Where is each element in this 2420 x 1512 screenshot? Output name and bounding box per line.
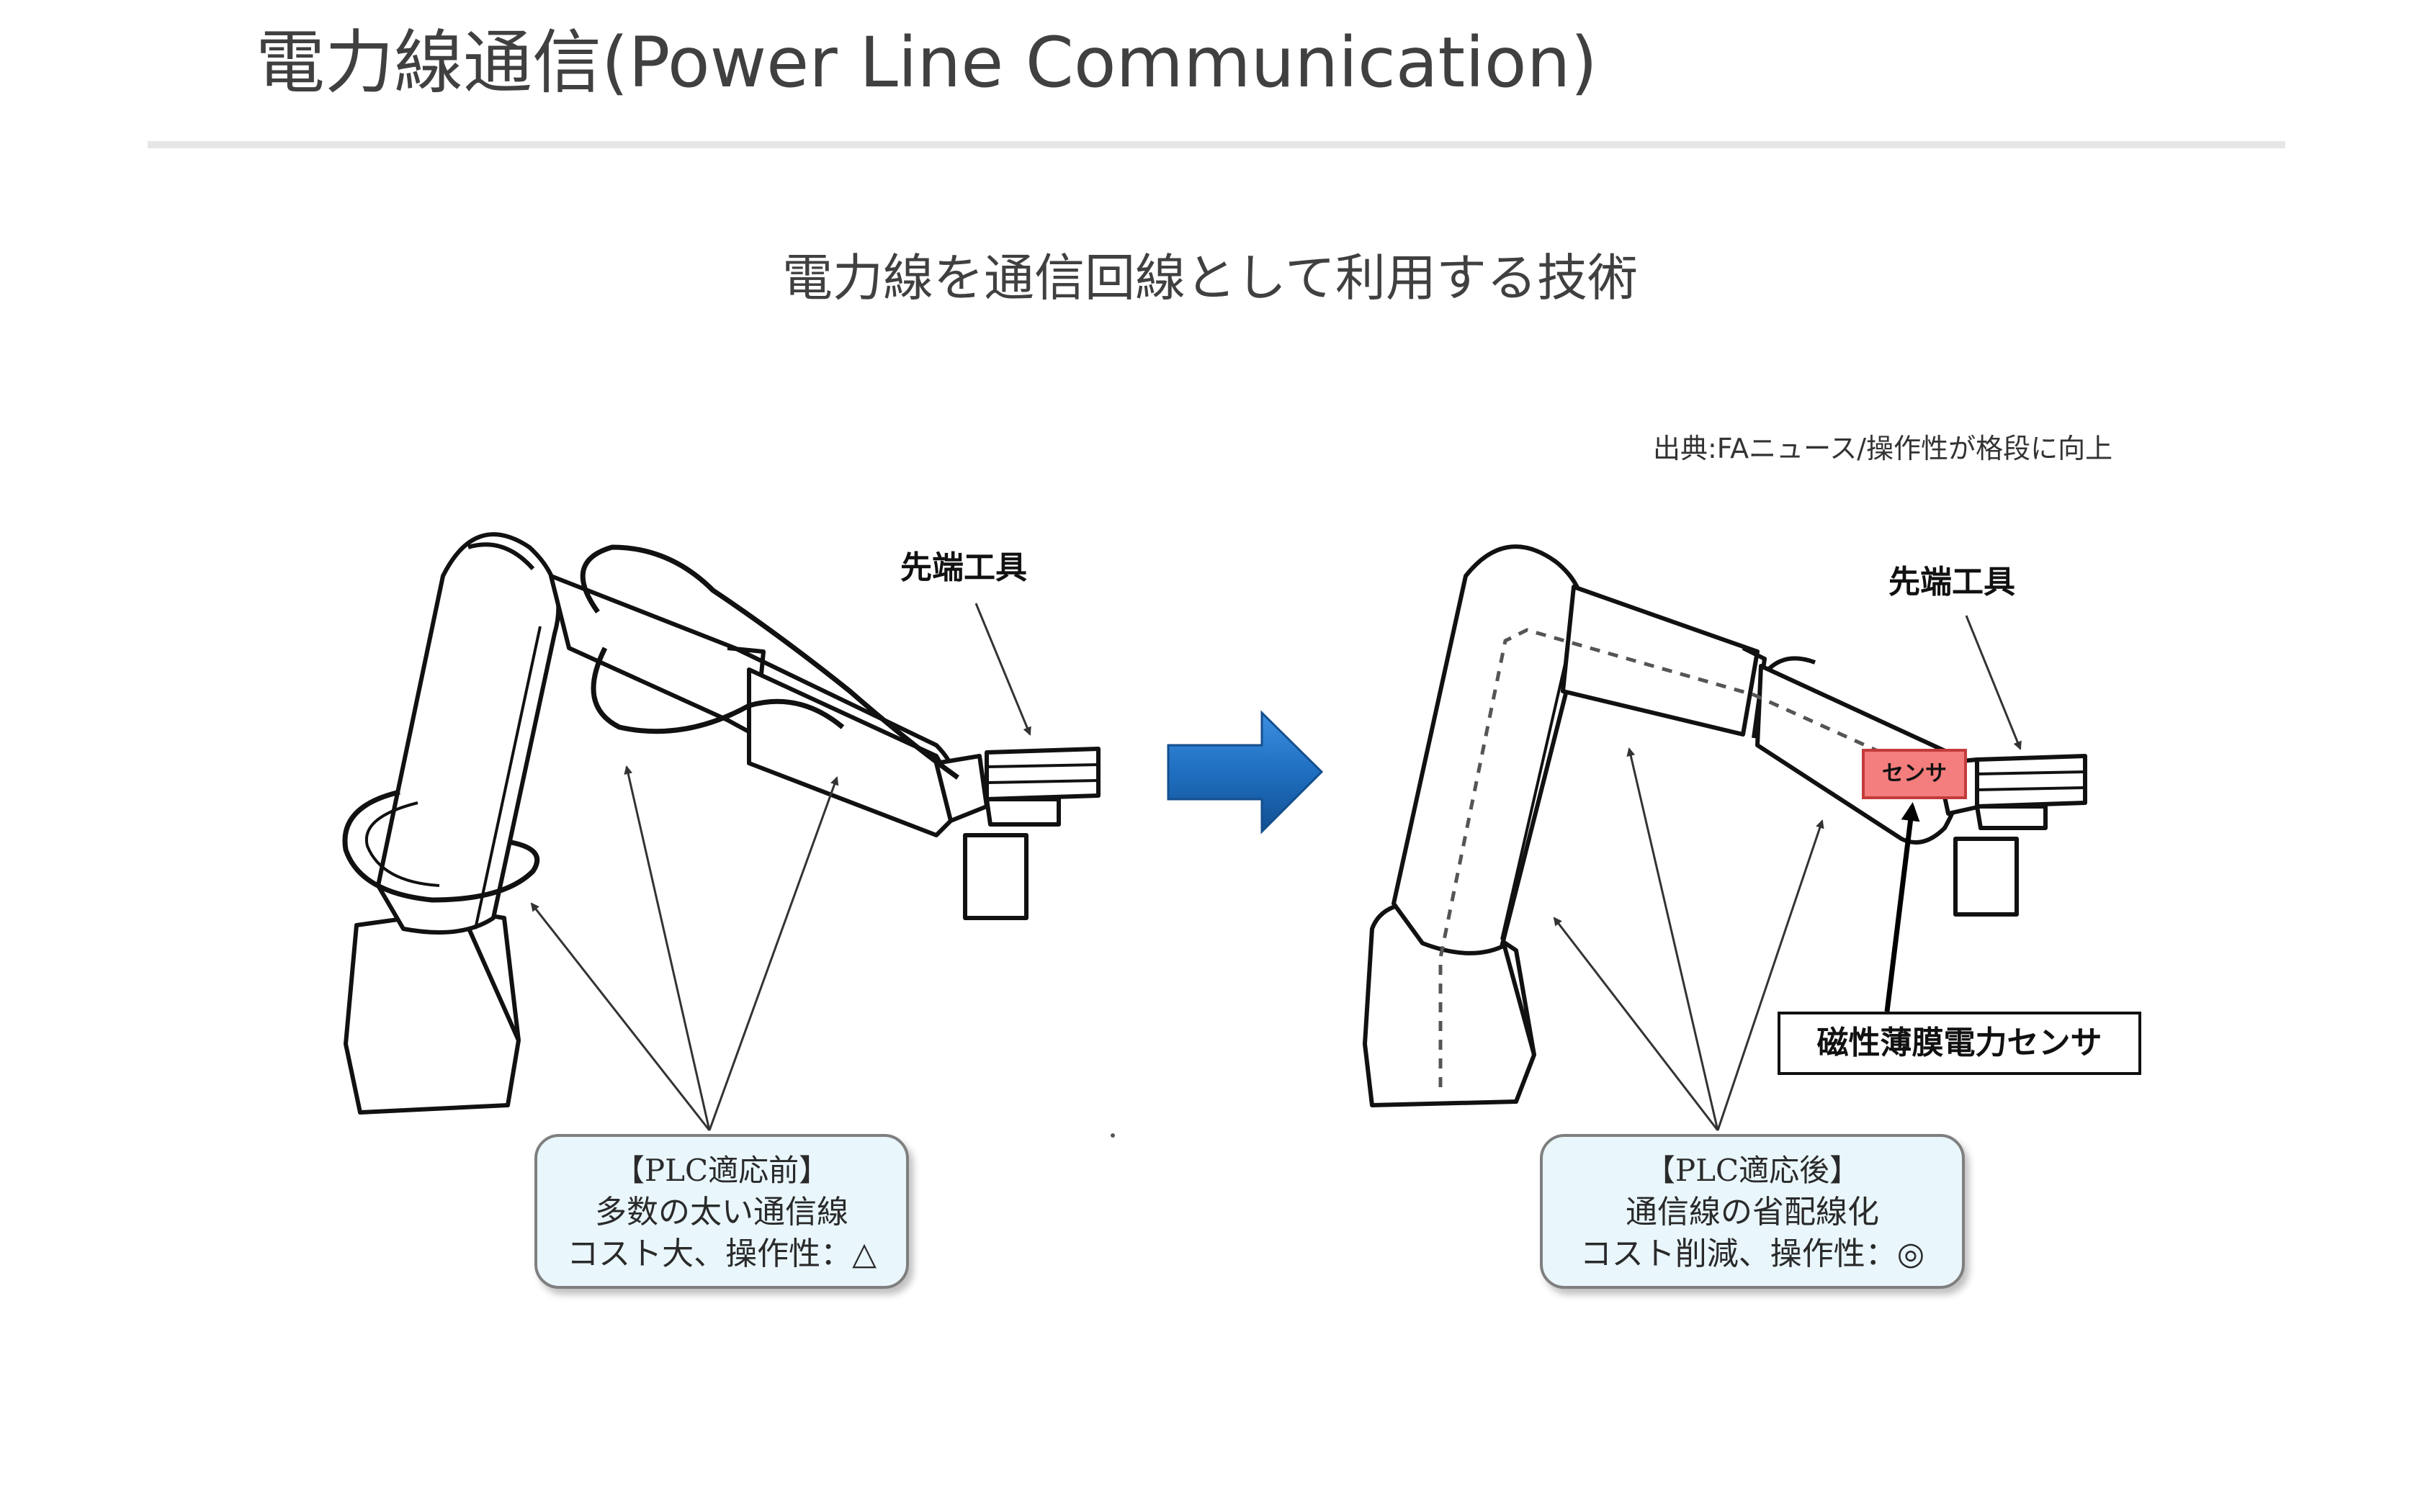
robot-before	[342, 532, 1101, 1115]
robot-after-tool	[1975, 754, 2087, 809]
callout-after: 【PLC適応後】 通信線の省配線化 コスト削減、操作性：◎	[1540, 1134, 1965, 1289]
tip-tool-label-after: 先端工具	[1888, 564, 2015, 600]
robot-after-lower-arm	[1392, 544, 1586, 955]
callout-after-heading: 【PLC適応後】	[1644, 1153, 1860, 1188]
robot-before-tool	[985, 747, 1101, 801]
after-pointer-arrows	[1553, 615, 2022, 1131]
title-divider	[148, 141, 2285, 148]
sensor-tag: センサ	[1862, 749, 1967, 799]
callout-before-line1: 多数の太い通信線	[595, 1194, 848, 1230]
right-arrow-icon	[1167, 710, 1324, 834]
callout-before-heading: 【PLC適応前】	[614, 1153, 830, 1188]
robot-before-base	[344, 909, 521, 1115]
callout-before: 【PLC適応前】 多数の太い通信線 コスト大、操作性：△	[534, 1134, 909, 1289]
callout-before-line2: コスト大、操作性：△	[567, 1236, 877, 1272]
tip-tool-label-before: 先端工具	[900, 549, 1027, 586]
robot-before-cable	[580, 544, 960, 780]
sensor-label-box: 磁性薄膜電力センサ	[1778, 1012, 2141, 1075]
callout-after-line1: 通信線の省配線化	[1626, 1194, 1879, 1230]
slide-subtitle: 電力線を通信回線として利用する技術	[782, 248, 1638, 307]
callout-after-line2: コスト削減、操作性：◎	[1579, 1236, 1925, 1272]
before-pointer-arrows	[530, 603, 1031, 1131]
robot-after-upper-arm	[1561, 585, 1760, 737]
source-note: 出典:FAニュース/操作性が格段に向上	[1653, 433, 2113, 464]
robot-after	[1363, 544, 2087, 1107]
slide-title: 電力線通信(Power Line Communication)	[256, 22, 1597, 103]
sensor-pointer-arrow	[1884, 802, 1920, 1012]
